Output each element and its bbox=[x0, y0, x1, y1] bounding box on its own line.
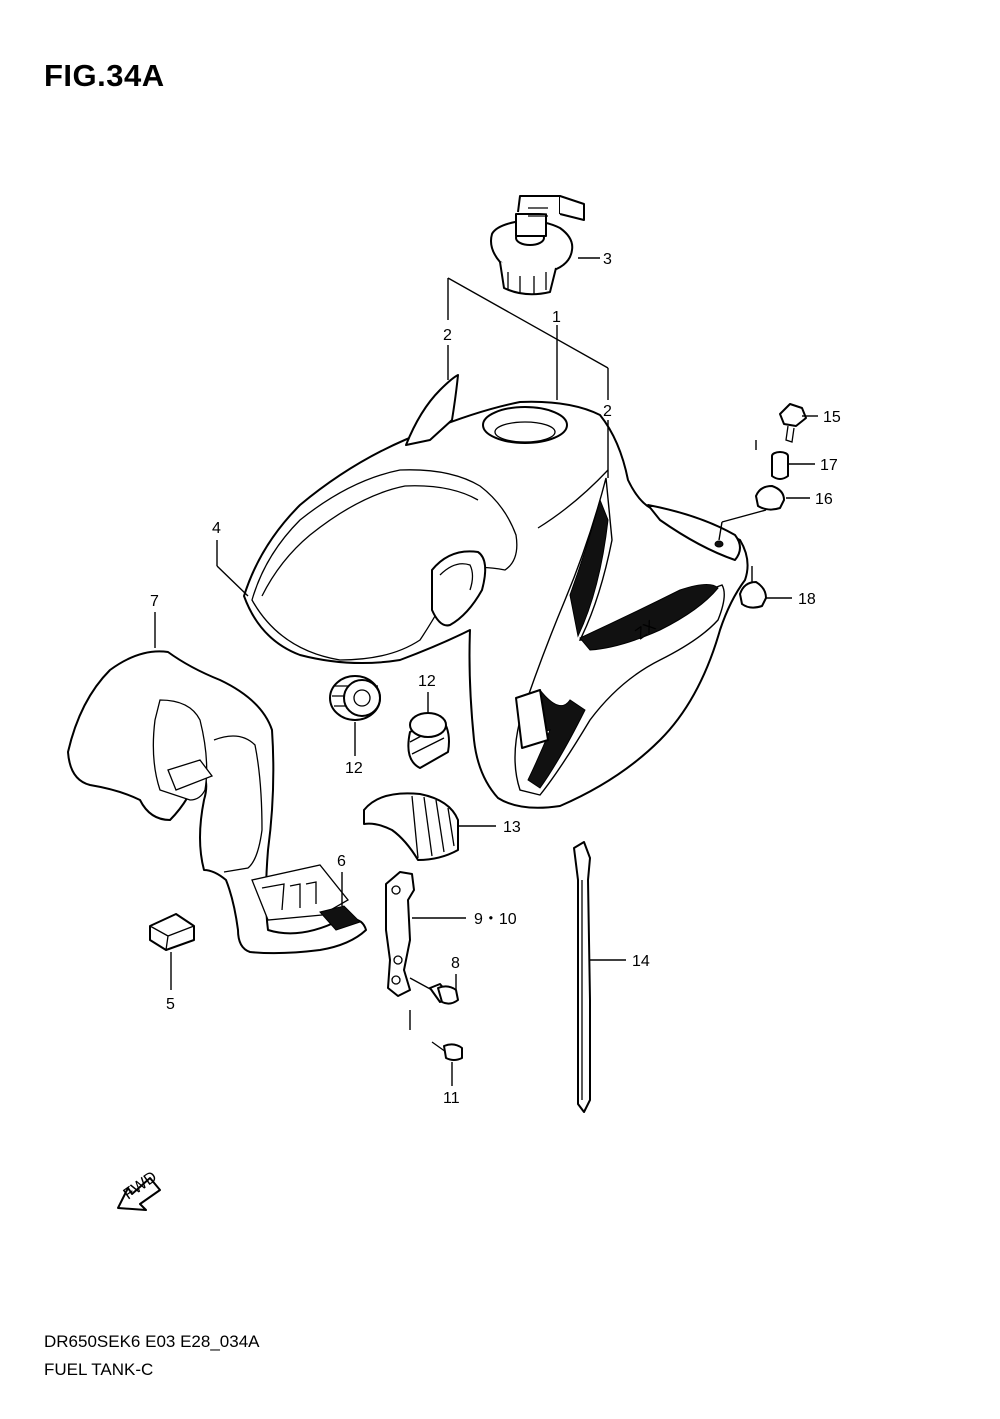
cushion-16[interactable] bbox=[755, 485, 785, 511]
grommet-12b[interactable] bbox=[407, 712, 450, 769]
cushion-rubber[interactable] bbox=[363, 792, 459, 861]
diagram-name: FUEL TANK-C bbox=[44, 1360, 154, 1379]
callout-15: 15 bbox=[823, 409, 841, 426]
cushion-18[interactable] bbox=[739, 581, 767, 609]
bracket[interactable] bbox=[385, 871, 415, 997]
callout-3: 3 bbox=[603, 251, 612, 268]
fwd-arrow-icon: FWD bbox=[117, 1168, 161, 1211]
callout-13: 13 bbox=[503, 819, 521, 836]
callout-2a: 2 bbox=[443, 327, 452, 344]
fuel-tank[interactable]: ZX bbox=[243, 374, 749, 809]
cushion-5[interactable] bbox=[149, 913, 195, 951]
callout-7: 7 bbox=[150, 593, 159, 610]
cushion-6[interactable] bbox=[319, 905, 361, 931]
callout-8: 8 bbox=[451, 955, 460, 972]
callout-18: 18 bbox=[798, 591, 816, 608]
callouts: 1 2 2 3 4 5 6 7 8 9・10 11 12 12 13 14 15… bbox=[150, 251, 841, 1107]
collar-17[interactable] bbox=[771, 451, 789, 480]
bolt-15[interactable] bbox=[779, 403, 807, 443]
bolt-11[interactable] bbox=[431, 1041, 463, 1061]
callout-9-10: 9・10 bbox=[474, 911, 517, 928]
cable-tie[interactable] bbox=[573, 841, 591, 1113]
bolt-8[interactable] bbox=[409, 977, 459, 1005]
diagram-code: DR650SEK6 E03 E28_034A bbox=[44, 1332, 260, 1351]
callout-4: 4 bbox=[212, 520, 221, 537]
callout-16: 16 bbox=[815, 491, 833, 508]
callout-1: 1 bbox=[552, 309, 561, 326]
callout-12b: 12 bbox=[345, 760, 363, 777]
leader-lines bbox=[154, 257, 818, 1086]
callout-12a: 12 bbox=[418, 673, 436, 690]
callout-5: 5 bbox=[166, 996, 175, 1013]
fuel-cap[interactable] bbox=[490, 195, 585, 296]
grommet-12a[interactable] bbox=[329, 675, 381, 721]
callout-14: 14 bbox=[632, 953, 650, 970]
callout-2b: 2 bbox=[603, 403, 612, 420]
figure-title: FIG.34A bbox=[44, 58, 165, 93]
callout-6: 6 bbox=[337, 853, 346, 870]
callout-11: 11 bbox=[443, 1090, 460, 1107]
callout-17: 17 bbox=[820, 457, 838, 474]
tank-cover-left[interactable] bbox=[67, 650, 367, 955]
